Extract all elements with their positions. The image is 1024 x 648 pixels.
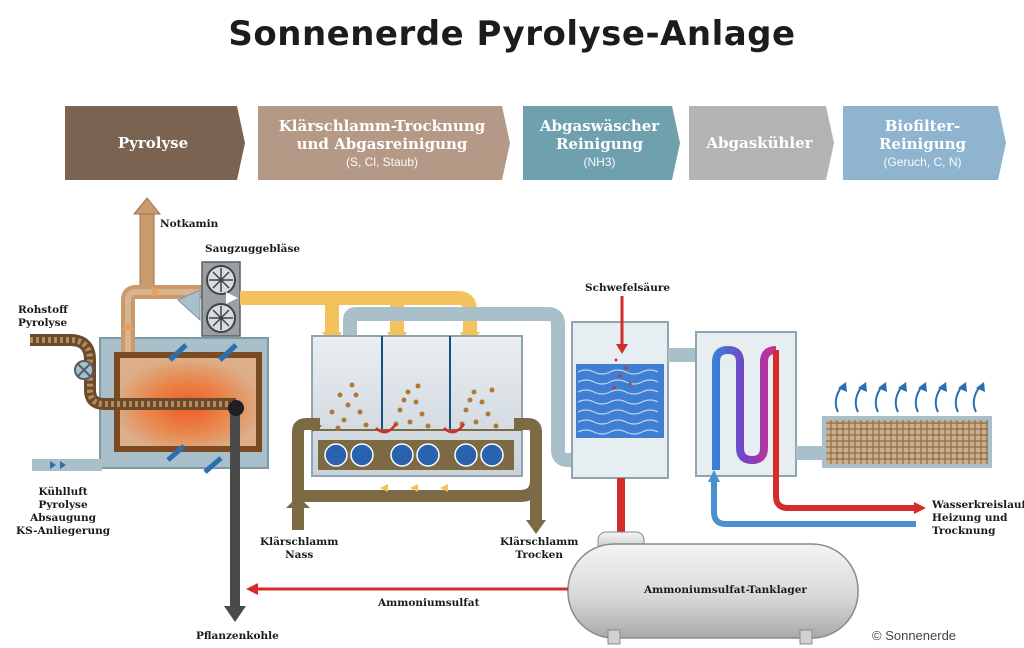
label-wasserkreislauf: Wasserkreislauf Heizung und Trocknung xyxy=(932,499,1024,537)
copyright-text: © Sonnenerde xyxy=(872,628,957,643)
label-pflanzenkohle: Pflanzenkohle xyxy=(196,630,279,642)
stage-subtitle: (Geruch, C, N) xyxy=(883,155,962,169)
sludge-conveyor xyxy=(286,418,546,534)
stage-subtitle: (S, Cl, Staub) xyxy=(345,155,419,169)
ammonium-sulfate-tank xyxy=(567,531,859,645)
cooling-air-duct xyxy=(32,459,102,471)
stage-title: Pyrolyse xyxy=(117,134,189,152)
stage-banner-bg xyxy=(65,106,1006,180)
stage-title: Biofilter- Reinigung xyxy=(878,117,967,153)
stage-1-shape xyxy=(65,106,245,180)
label-klaerschlamm-trocken: Klärschlamm Trocken xyxy=(500,536,579,561)
biofilter xyxy=(822,382,992,468)
stage-5-shape xyxy=(843,106,1006,180)
label-tanklager: Ammoniumsulfat-Tanklager xyxy=(644,584,807,596)
page-title: Sonnenerde Pyrolyse-Anlage xyxy=(228,14,796,54)
stage-biofilter: Biofilter- Reinigung (Geruch, C, N) xyxy=(843,106,1002,180)
ammonium-sulfate-line xyxy=(246,583,568,595)
stage-pyrolyse: Pyrolyse xyxy=(65,106,241,180)
label-notkamin: Notkamin xyxy=(160,218,219,230)
label-rohstoff: Rohstoff Pyrolyse xyxy=(18,304,68,329)
stage-abgaskuehler: Abgaskühler xyxy=(689,106,830,180)
stage-title: Abgaskühler xyxy=(706,134,813,152)
stage-title: Klärschlamm-Trocknung und Abgasreinigung xyxy=(278,117,486,153)
stage-title: Abgaswäscher Reinigung xyxy=(539,117,660,153)
emergency-stack xyxy=(132,197,162,293)
label-ammoniumsulfat: Ammoniumsulfat xyxy=(378,597,480,609)
stage-subtitle: (NH3) xyxy=(583,155,616,169)
stage-3-shape xyxy=(523,106,680,180)
raw-material-feed xyxy=(30,334,236,410)
gas-scrubber xyxy=(571,296,669,534)
suction-fan xyxy=(201,261,241,337)
label-klaerschlamm-nass: Klärschlamm Nass xyxy=(260,536,339,561)
label-schwefelsaeure: Schwefelsäure xyxy=(585,282,671,294)
stage-trocknung: Klärschlamm-Trocknung und Abgasreinigung… xyxy=(258,106,506,180)
stage-2-shape xyxy=(258,106,510,180)
label-kuehlluft: Kühlluft Pyrolyse Absaugung KS-Anliegeru… xyxy=(16,486,111,537)
biochar-pipe xyxy=(224,400,246,622)
stage-abgaswaescher: Abgaswäscher Reinigung (NH3) xyxy=(523,106,676,180)
exhaust-cooler xyxy=(695,331,926,527)
stage-4-shape xyxy=(689,106,834,180)
label-saugzuggeblaese: Saugzuggebläse xyxy=(205,243,301,255)
sludge-dryer xyxy=(311,335,523,477)
